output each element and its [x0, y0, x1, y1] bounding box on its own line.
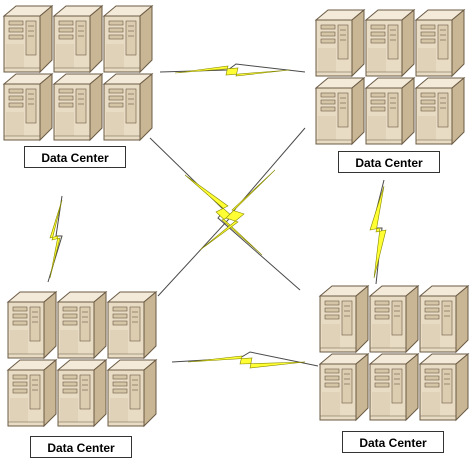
cross-links: [149, 127, 306, 297]
server-tower-icon: [3, 5, 53, 73]
server-tower-icon: [107, 359, 157, 427]
server-tower-icon: [369, 353, 419, 421]
server-tower-icon: [419, 285, 469, 353]
server-tower-icon: [315, 77, 365, 145]
lightning-link-icon: [369, 185, 387, 279]
data-center-label-bottom-left: Data Center: [30, 436, 132, 458]
server-tower-icon: [57, 291, 107, 359]
server-tower-icon: [415, 77, 465, 145]
link-bottom: [171, 351, 319, 369]
server-tower-icon: [53, 73, 103, 141]
server-cluster-top-right: [315, 9, 465, 145]
lightning-link-icon: [187, 355, 306, 369]
link-top-right-to-bottom-left: [157, 127, 306, 297]
server-tower-icon: [319, 353, 369, 421]
server-tower-icon: [419, 353, 469, 421]
server-tower-icon: [319, 285, 369, 353]
lightning-link-icon: [184, 174, 263, 256]
server-tower-icon: [365, 9, 415, 77]
server-tower-icon: [107, 291, 157, 359]
server-tower-icon: [53, 5, 103, 73]
link-top: [159, 63, 306, 77]
server-cluster-top-left: [3, 5, 153, 141]
server-tower-icon: [3, 73, 53, 141]
server-tower-icon: [57, 359, 107, 427]
link-left: [47, 195, 63, 283]
lightning-link-icon: [174, 65, 291, 77]
server-tower-icon: [415, 9, 465, 77]
server-tower-icon: [7, 359, 57, 427]
server-tower-icon: [365, 77, 415, 145]
server-tower-icon: [103, 73, 153, 141]
server-tower-icon: [7, 291, 57, 359]
data-center-label-top-right: Data Center: [338, 151, 440, 173]
data-center-label-bottom-right: Data Center: [342, 431, 444, 453]
server-tower-icon: [369, 285, 419, 353]
link-right: [369, 179, 387, 285]
lightning-link-icon: [199, 169, 276, 251]
server-tower-icon: [103, 5, 153, 73]
data-center-label-top-left: Data Center: [24, 146, 126, 168]
lightning-link-icon: [49, 199, 63, 279]
server-cluster-bottom-left: [7, 291, 157, 427]
server-cluster-bottom-right: [319, 285, 469, 421]
server-tower-icon: [315, 9, 365, 77]
